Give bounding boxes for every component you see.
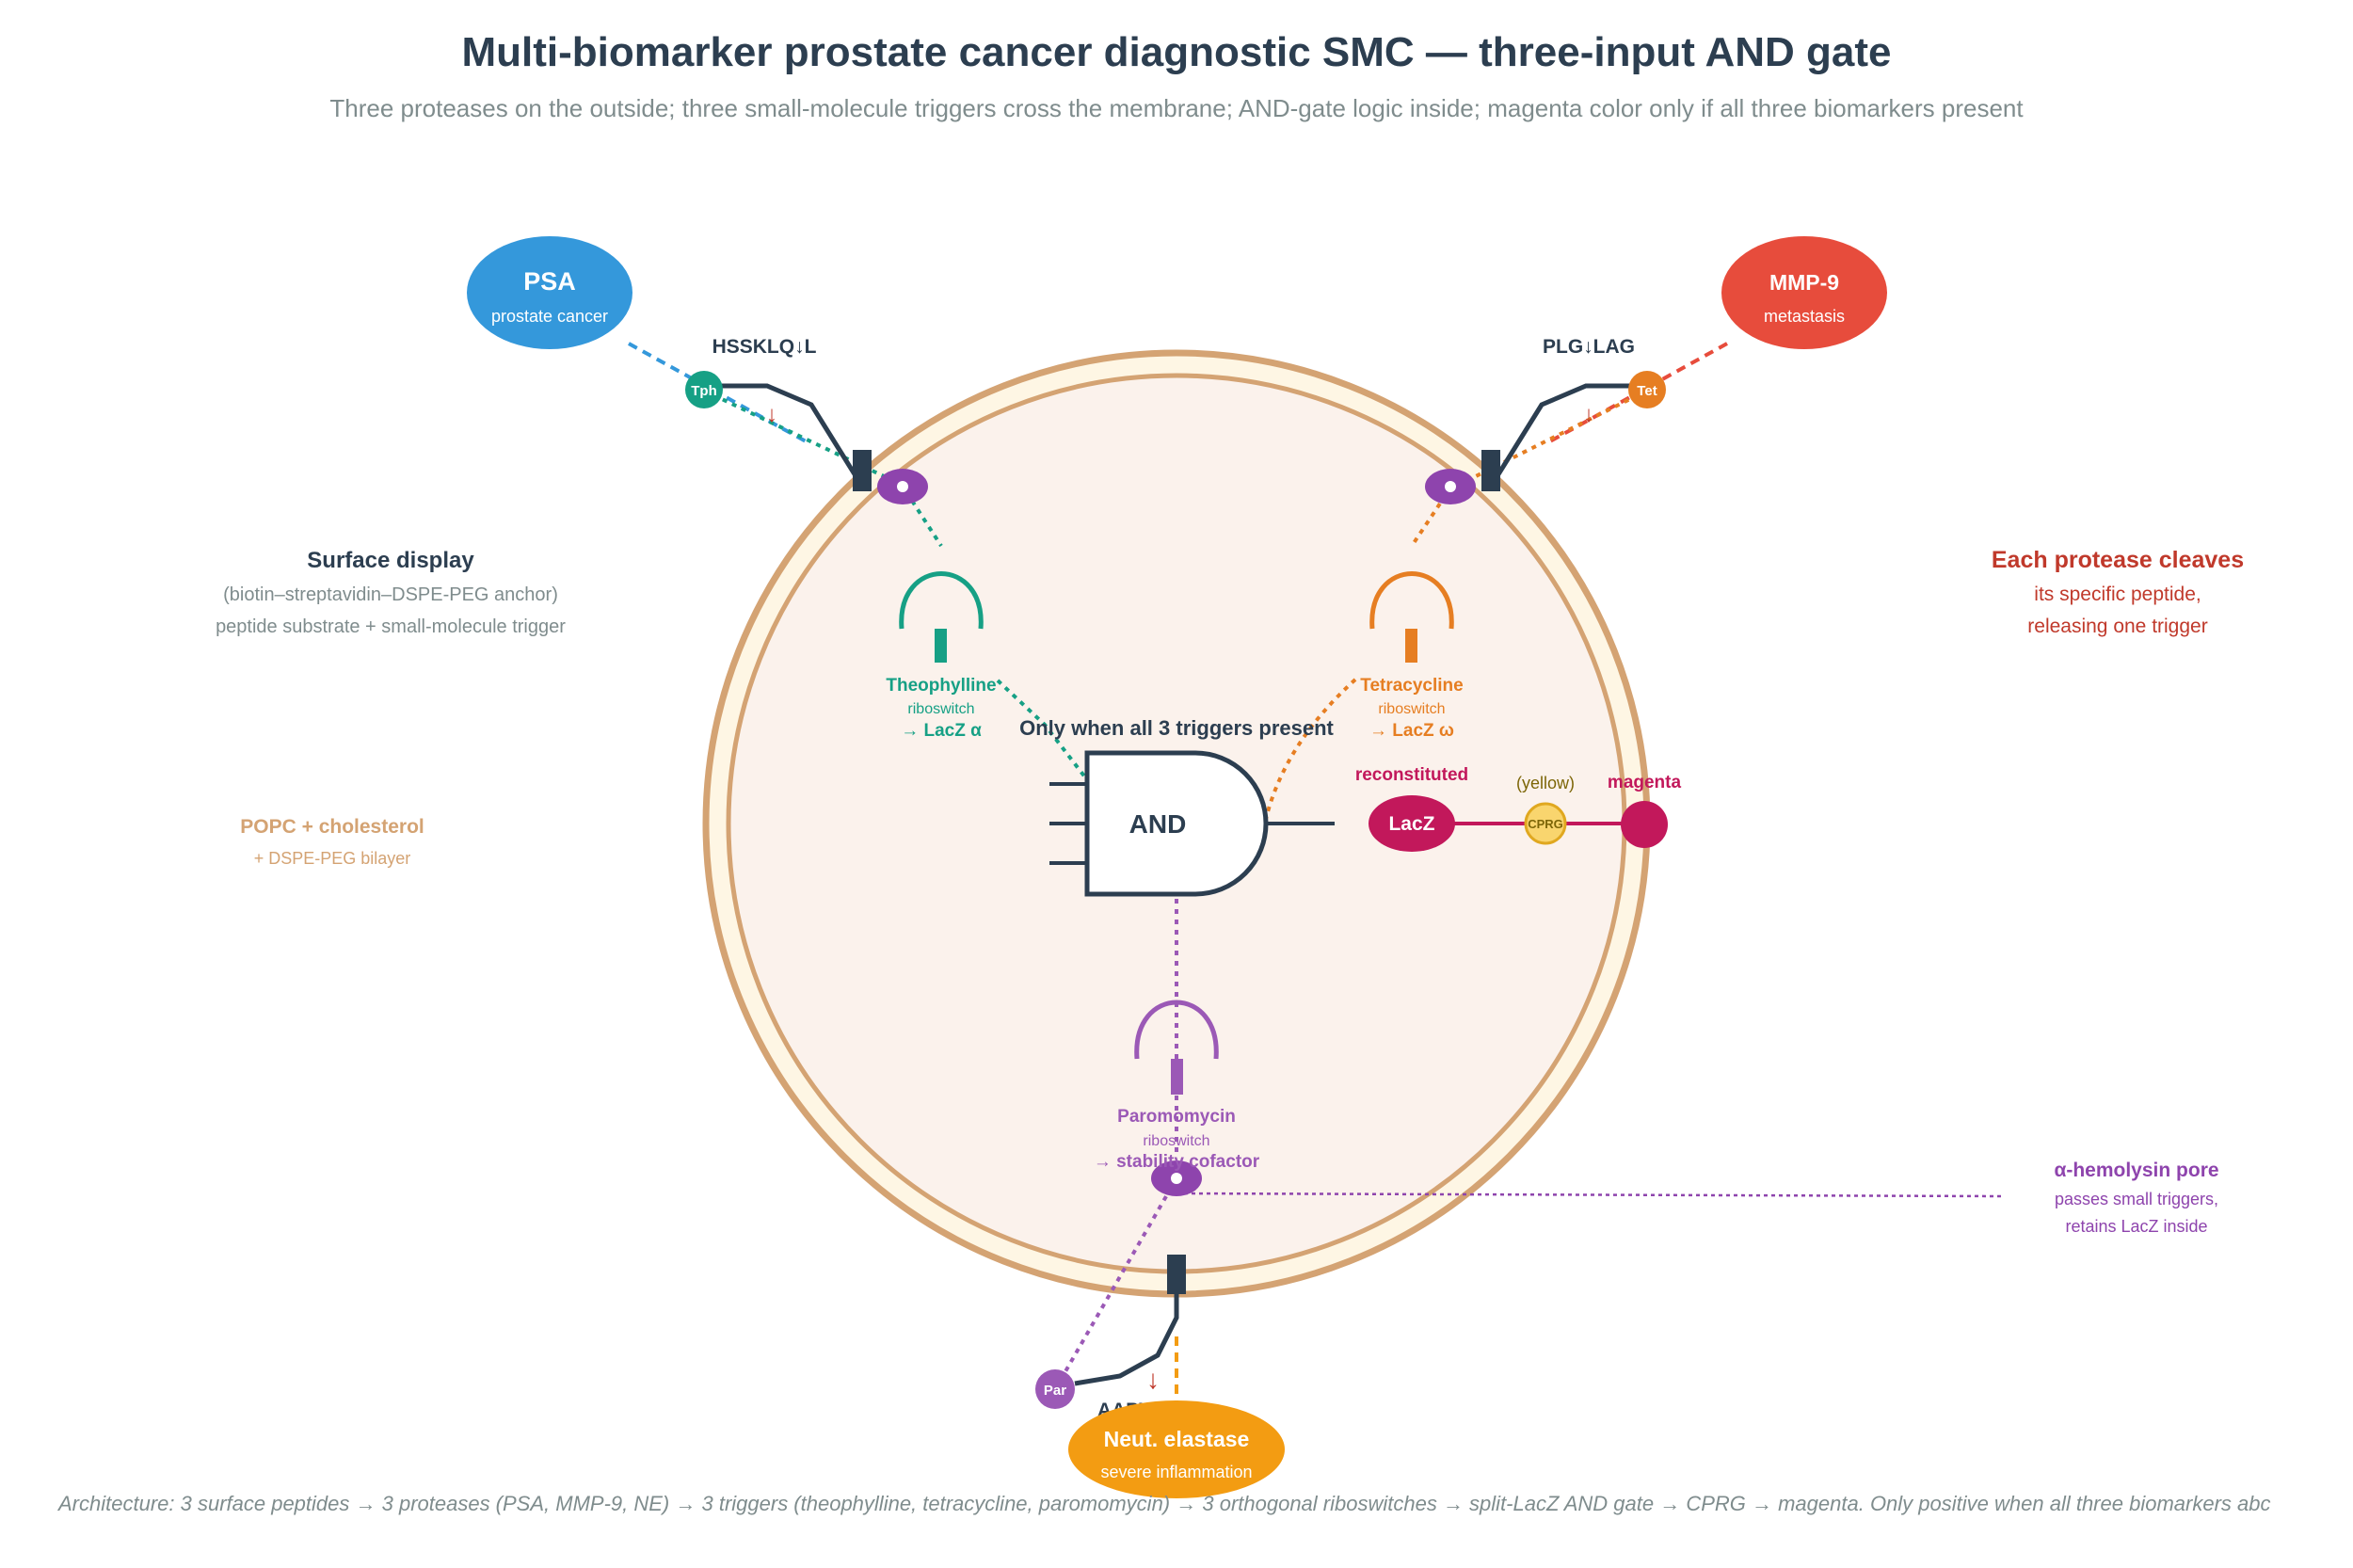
signal-paths	[996, 678, 1357, 1158]
cleavage-line2: releasing one trigger	[2027, 616, 2207, 637]
readout: reconstituted LacZ (yellow) CPRG magenta	[1355, 765, 1682, 852]
mmp9-anchor	[1481, 450, 1500, 491]
mmp9-peptide-linker	[1486, 383, 1647, 491]
mmp9-enzyme	[1721, 236, 1887, 349]
mmp9-desc: metastasis	[1764, 307, 1845, 326]
surface-display-note: Surface display (biotin–streptavidin–DSP…	[216, 548, 566, 637]
bilayer-line2: + DSPE-PEG bilayer	[254, 849, 411, 868]
ne-trigger-badge-label: Par	[1044, 1383, 1066, 1399]
psa-enzyme	[467, 236, 632, 349]
bilayer-note: POPC + cholesterol + DSPE-PEG bilayer	[240, 816, 424, 868]
cprg-label: CPRG	[1528, 817, 1563, 831]
paromomycin-aptamer	[1134, 1000, 1219, 1060]
ne-enzyme	[1068, 1400, 1285, 1498]
psa-anchor	[853, 450, 872, 491]
pore-left-core	[897, 481, 908, 492]
pore-callout-line	[1176, 1192, 2004, 1198]
and-gate: AND Only when all 3 triggers present	[1019, 716, 1335, 897]
cprg-node	[1524, 802, 1567, 845]
mmp9-trigger-badge	[1628, 371, 1666, 408]
pore-title: α-hemolysin pore	[2054, 1160, 2218, 1181]
pore-line1: passes small triggers,	[2055, 1190, 2218, 1208]
paromomycin-kind: riboswitch	[1143, 1133, 1209, 1149]
psa-name: PSA	[523, 267, 576, 296]
and-gate-caption: Only when all 3 triggers present	[1019, 716, 1334, 740]
ne-module: ↓ AAPV Par Neut. elastase severe inflamm…	[1035, 1177, 1285, 1498]
pores	[877, 469, 2004, 1198]
tetracycline-name: Tetracycline	[1360, 676, 1463, 696]
pore-line2: retains LacZ inside	[2065, 1217, 2207, 1236]
lacz-node	[1369, 795, 1455, 852]
ne-trigger-badge	[1035, 1369, 1075, 1409]
tetracycline-output: → LacZ ω	[1369, 721, 1454, 741]
mmp9-trigger-badge-label: Tet	[1637, 383, 1657, 399]
ne-cleave-arrow: ↓	[1146, 1365, 1160, 1394]
theophylline-name: Theophylline	[886, 676, 996, 696]
surface-display-line1: (biotin–streptavidin–DSPE-PEG anchor)	[223, 584, 558, 605]
pore-note: α-hemolysin pore passes small triggers, …	[2054, 1160, 2218, 1236]
mmp9-module: ↓ PLG↓LAG Tet MMP-9 metastasis	[1410, 236, 1887, 548]
tetracycline-kind: riboswitch	[1378, 701, 1445, 717]
cleavage-title: Each protease cleaves	[1992, 547, 2244, 573]
paromomycin-stem	[1171, 1059, 1183, 1095]
riboswitch-theophylline: Theophylline riboswitch → LacZ α	[886, 571, 997, 741]
cleavage-note: Each protease cleaves its specific pepti…	[1992, 547, 2244, 637]
psa-trigger-badge	[685, 371, 723, 408]
mmp9-cleave-arrow: ↓	[1583, 402, 1594, 427]
theophylline-stem	[935, 629, 947, 663]
ne-peptide-linker	[1074, 1294, 1179, 1386]
page-title: Multi-biomarker prostate cancer diagnost…	[461, 29, 1891, 75]
page-subtitle: Three proteases on the outside; three sm…	[329, 94, 2024, 122]
theophylline-to-gate	[996, 679, 1094, 788]
cleavage-line1: its specific peptide,	[2034, 584, 2201, 605]
psa-peptide-label: HSSKLQ↓L	[712, 336, 817, 358]
psa-trigger-badge-label: Tph	[691, 383, 717, 399]
riboswitch-paromomycin: Paromomycin riboswitch → stability cofac…	[1094, 1000, 1260, 1172]
pore-bottom-core	[1171, 1173, 1182, 1184]
bilayer-line1: POPC + cholesterol	[240, 816, 424, 838]
lacz-label: LacZ	[1388, 813, 1434, 835]
pore-right-core	[1445, 481, 1456, 492]
psa-module: ↓ HSSKLQ↓L Tph PSA prostate cancer	[467, 236, 943, 548]
ne-name: Neut. elastase	[1104, 1427, 1250, 1451]
psa-peptide-linker	[704, 383, 867, 491]
paromomycin-name: Paromomycin	[1117, 1107, 1236, 1127]
footer-caption: Architecture: 3 surface peptides → 3 pro…	[56, 1492, 2270, 1515]
cprg-color-label: (yellow)	[1516, 774, 1575, 792]
paromomycin-output: → stability cofactor	[1094, 1152, 1260, 1172]
surface-display-title: Surface display	[307, 548, 474, 573]
tetracycline-aptamer	[1369, 571, 1454, 630]
ne-desc: severe inflammation	[1100, 1463, 1252, 1481]
theophylline-aptamer	[899, 571, 984, 630]
and-gate-label: AND	[1129, 809, 1187, 839]
and-gate-body	[1084, 750, 1269, 897]
reconstituted-label: reconstituted	[1355, 765, 1468, 785]
surface-display-line2: peptide substrate + small-molecule trigg…	[216, 616, 566, 637]
ne-anchor	[1167, 1255, 1186, 1294]
magenta-label: magenta	[1608, 773, 1682, 792]
theophylline-kind: riboswitch	[907, 701, 974, 717]
theophylline-output: → LacZ α	[901, 721, 982, 741]
tetracycline-stem	[1405, 629, 1417, 663]
psa-cleave-arrow: ↓	[766, 402, 777, 427]
tetracycline-to-gate	[1264, 678, 1357, 820]
mmp9-name: MMP-9	[1769, 270, 1839, 295]
riboswitch-tetracycline: Tetracycline riboswitch → LacZ ω	[1360, 571, 1464, 741]
magenta-product	[1621, 801, 1668, 848]
psa-desc: prostate cancer	[491, 307, 608, 326]
mmp9-peptide-label: PLG↓LAG	[1543, 336, 1635, 358]
